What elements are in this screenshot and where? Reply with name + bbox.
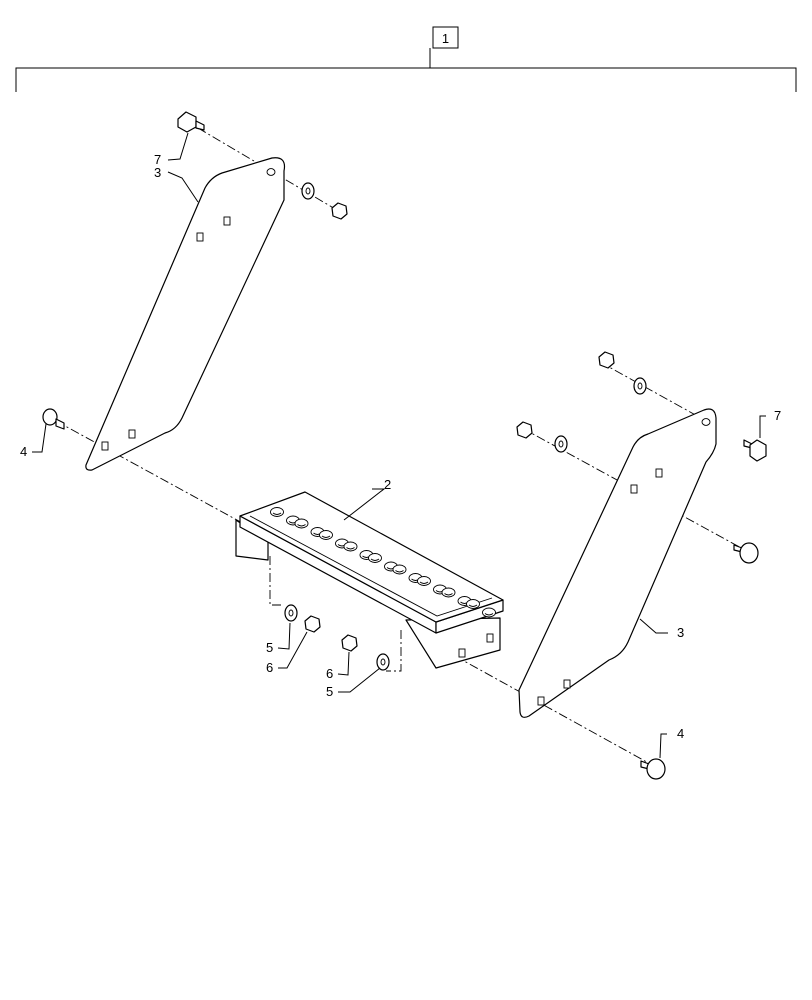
callout-left-washer: 5 xyxy=(266,640,273,655)
tread-hole-rim xyxy=(370,558,380,561)
center-washer xyxy=(376,653,390,671)
assembly-bracket: 1 xyxy=(15,26,797,92)
tread-hole xyxy=(368,553,382,563)
right-bracket xyxy=(518,408,717,718)
left-bracket xyxy=(85,157,286,471)
callout-right-bracket: 3 xyxy=(677,625,684,640)
right-nut-upper xyxy=(598,351,615,369)
assembly-callout-text: 1 xyxy=(442,31,449,46)
tread-hole-rim xyxy=(297,524,306,527)
right-carriage-bolt-upper xyxy=(733,542,759,564)
tread-hole xyxy=(270,507,284,517)
callout-center-washer: 5 xyxy=(326,684,333,699)
tread-hole xyxy=(392,564,407,575)
center-nut xyxy=(341,634,358,652)
tread-hole-rim xyxy=(419,581,429,584)
step-tread xyxy=(235,491,504,669)
right-carriage-bolt-lower xyxy=(640,758,666,780)
tread-hole xyxy=(294,518,309,529)
assembly-callout-box xyxy=(432,26,459,49)
callout-left-bracket: 3 xyxy=(154,165,161,180)
callout-step: 2 xyxy=(384,477,391,492)
callout-right-carriage-bolt: 4 xyxy=(677,726,684,741)
left-nut-upper xyxy=(331,202,348,220)
tread-hole xyxy=(343,541,358,552)
callout-left-nut: 6 xyxy=(266,660,273,675)
tread-hole-rim xyxy=(272,512,282,515)
tread-hole xyxy=(482,607,496,618)
right-washer-lower xyxy=(554,435,568,453)
tread-hole-rim xyxy=(444,593,453,596)
callout-labels: 7 3 4 2 5 6 6 5 7 3 4 xyxy=(20,152,781,741)
tread-hole-rim xyxy=(395,570,404,573)
tread-hole-rim xyxy=(346,547,355,550)
left-nut-lower xyxy=(304,615,321,633)
tread-hole xyxy=(417,576,431,586)
callout-right-bolt: 7 xyxy=(774,408,781,423)
tread-holes xyxy=(270,507,496,618)
right-washer-upper xyxy=(633,377,647,395)
callout-center-nut: 6 xyxy=(326,666,333,681)
right-nut-lower xyxy=(516,421,533,439)
left-washer-lower xyxy=(284,604,298,622)
left-carriage-bolt xyxy=(42,408,65,430)
tread-hole xyxy=(466,599,480,609)
tread-hole-rim xyxy=(321,535,331,538)
right-flange-bolt xyxy=(743,439,767,462)
left-washer-upper xyxy=(301,182,315,200)
callout-left-carriage-bolt: 4 xyxy=(20,444,27,459)
left-flange-bolt-upper xyxy=(177,111,205,133)
tread-hole xyxy=(319,530,333,540)
tread-hole-rim xyxy=(484,613,494,616)
tread-hole-rim xyxy=(468,604,478,607)
leader-lines xyxy=(32,132,766,759)
tread-hole xyxy=(441,587,456,598)
callout-top-left-bolt: 7 xyxy=(154,152,161,167)
